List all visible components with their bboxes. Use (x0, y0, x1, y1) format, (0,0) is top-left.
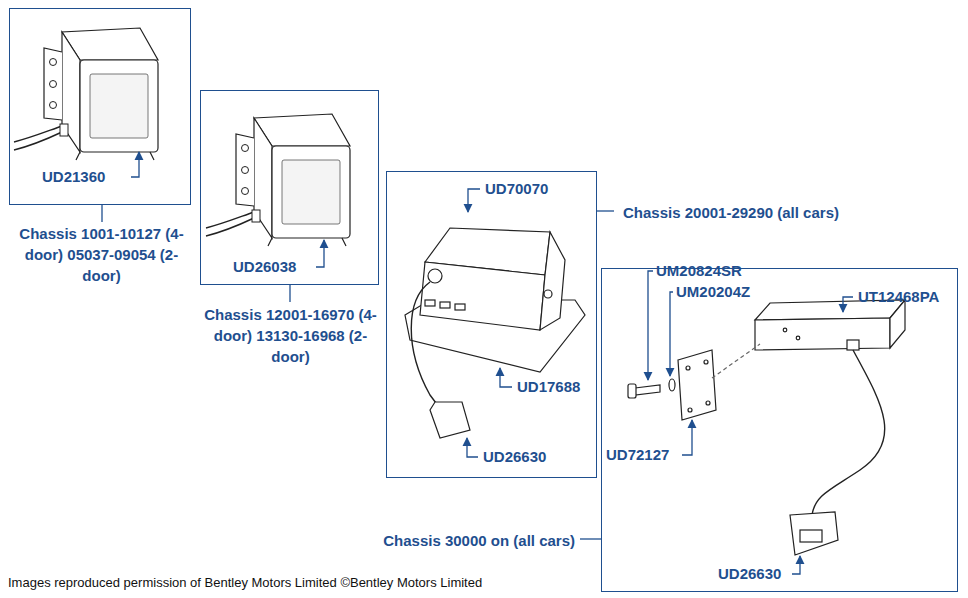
part-number: UD17688 (517, 378, 580, 396)
chassis-range: Chassis 1001-10127 (4-door) 05037-09054 … (9, 223, 194, 286)
part-number: UD70070 (485, 180, 548, 198)
part-number: UM20204Z (676, 283, 750, 301)
regulator-drawing (14, 28, 158, 160)
parts-panel: Chassis 20001-29290 (all cars) (386, 171, 597, 478)
regulator-drawing (405, 228, 585, 438)
leader-lines (102, 152, 853, 574)
parts-panel: Chassis 12001-16970 (4-door) 13130-16968… (200, 90, 379, 285)
part-number: UT12468PA (858, 288, 939, 306)
part-number: UD72127 (606, 446, 669, 464)
regulator-drawing (206, 114, 350, 246)
part-number: UD26630 (483, 448, 546, 466)
part-number: UD26038 (233, 258, 296, 276)
part-number: UD26630 (718, 565, 781, 583)
part-number: UM20824SR (656, 262, 742, 280)
chassis-range: Chassis 12001-16970 (4-door) 13130-16968… (198, 304, 383, 367)
chassis-range: Chassis 20001-29290 (all cars) (623, 202, 839, 223)
copyright-note: Images reproduced permission of Bentley … (8, 575, 482, 591)
parts-panel: Chassis 30000 on (all cars) (601, 268, 958, 592)
part-number: UD21360 (42, 168, 105, 186)
chassis-range: Chassis 30000 on (all cars) (383, 530, 575, 551)
